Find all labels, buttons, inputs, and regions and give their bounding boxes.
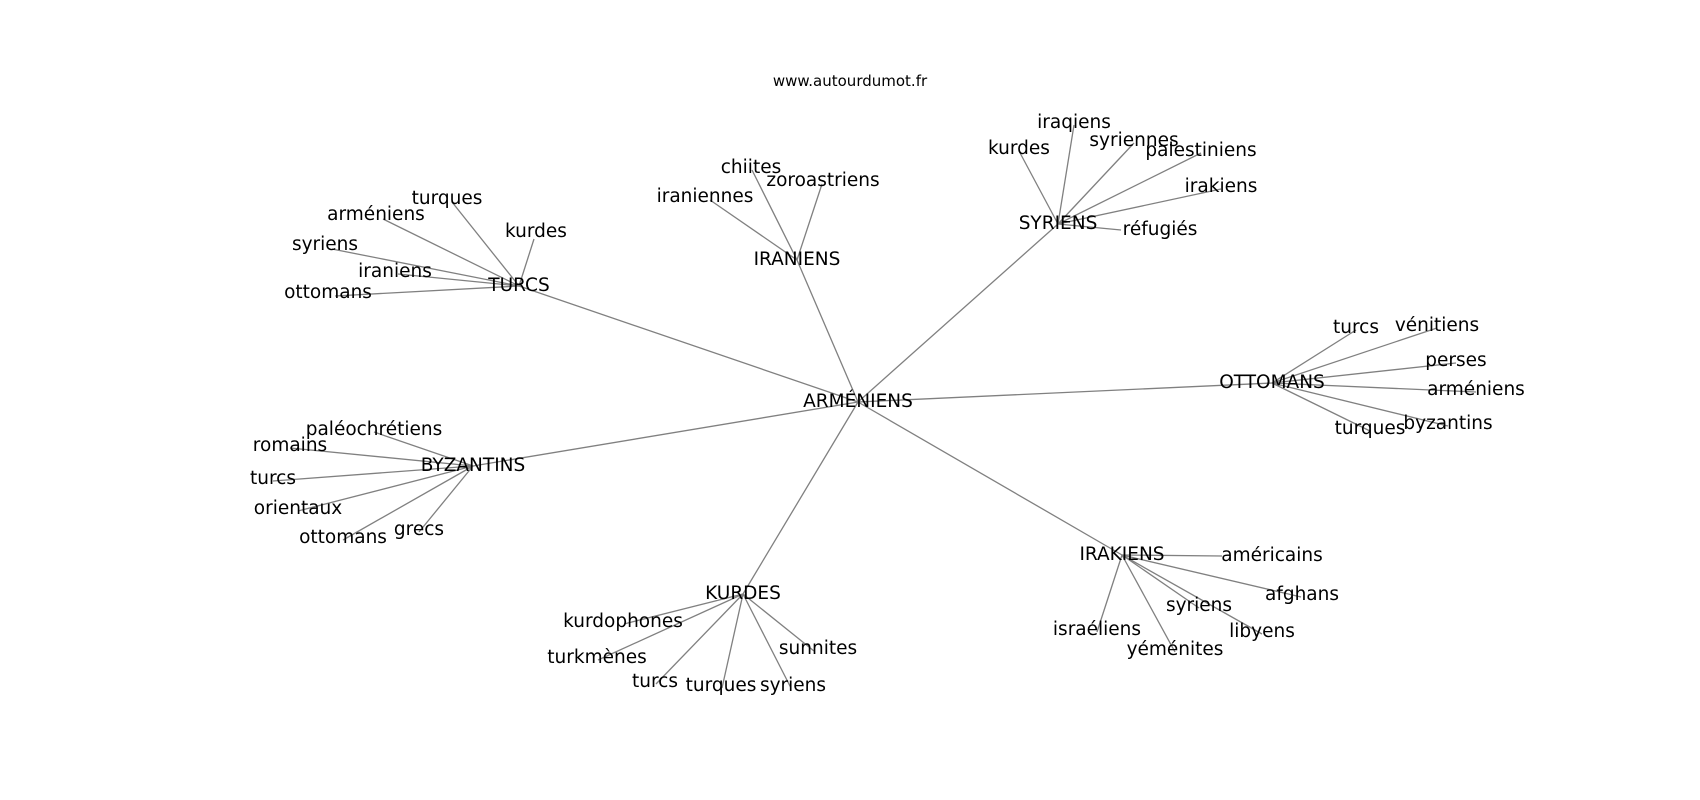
edge-syriens-syriennes xyxy=(1057,142,1135,225)
edges-layer xyxy=(272,124,1477,689)
leaf-node-iraniens-iraniennes[interactable]: iraniennes xyxy=(657,186,754,207)
edge-byzantins-ottomans xyxy=(342,465,474,541)
edge-root-turcs xyxy=(518,285,859,403)
edge-turcs-kurdes xyxy=(518,238,535,287)
edge-root-syriens xyxy=(857,223,1059,403)
leaf-node-byzantins-turcs[interactable]: turcs xyxy=(250,468,296,489)
leaf-node-byzantins-paleochretiens[interactable]: paléochrétiens xyxy=(306,419,443,440)
leaf-node-kurdes-kurdophones[interactable]: kurdophones xyxy=(563,611,683,632)
leaf-node-irakiens-israeliens[interactable]: israéliens xyxy=(1053,619,1141,640)
edge-irakiens-yemenites xyxy=(1121,554,1176,653)
hub-node-turcs[interactable]: TURCS xyxy=(487,275,549,296)
edge-kurdes-sunnites xyxy=(742,593,815,652)
hub-node-iraniens[interactable]: IRANIENS xyxy=(754,249,841,270)
edge-kurdes-turkmenes xyxy=(597,593,744,661)
root-node-label[interactable]: ARMÉNIENS xyxy=(803,390,913,412)
edge-syriens-palestiniens xyxy=(1057,152,1202,225)
edge-turcs-ottomans xyxy=(334,285,520,297)
edge-turcs-syriens xyxy=(331,248,520,287)
hub-node-kurdes[interactable]: KURDES xyxy=(705,583,781,604)
edge-ottomans-byzantins xyxy=(1271,382,1449,427)
leaf-node-byzantins-grecs[interactable]: grecs xyxy=(394,519,444,540)
edge-irakiens-libyens xyxy=(1121,554,1263,635)
leaf-node-kurdes-turques[interactable]: turques xyxy=(686,675,757,696)
edge-irakiens-syriens xyxy=(1121,554,1200,609)
edge-kurdes-kurdophones xyxy=(623,593,744,625)
edge-turcs-iraniens xyxy=(397,273,520,287)
hub-node-syriens[interactable]: SYRIENS xyxy=(1019,213,1098,234)
leaf-node-kurdes-turkmenes[interactable]: turkmènes xyxy=(547,647,646,668)
edge-root-byzantins xyxy=(472,401,859,467)
edge-kurdes-turques xyxy=(721,593,744,689)
edge-iraniens-zoroastriens xyxy=(796,183,823,261)
leaf-node-irakiens-afghans[interactable]: afghans xyxy=(1265,584,1339,605)
edge-byzantins-orientaux xyxy=(297,465,474,512)
edge-irakiens-americains xyxy=(1121,554,1223,557)
leaf-node-irakiens-americains[interactable]: américains xyxy=(1221,545,1323,566)
leaf-node-byzantins-romains[interactable]: romains xyxy=(253,435,327,456)
leaf-node-syriens-palestiniens[interactable]: palestiniens xyxy=(1145,140,1256,161)
edge-turcs-turques xyxy=(451,201,520,287)
edge-root-kurdes xyxy=(742,401,859,595)
edge-kurdes-turcs xyxy=(655,593,744,685)
leaf-node-syriens-refugies[interactable]: réfugiés xyxy=(1123,219,1198,240)
leaf-node-syriens-syriennes[interactable]: syriennes xyxy=(1089,130,1178,151)
edge-irakiens-israeliens xyxy=(1096,554,1123,633)
leaf-node-ottomans-venitiens[interactable]: vénitiens xyxy=(1395,315,1479,336)
leaf-node-ottomans-turcs[interactable]: turcs xyxy=(1333,317,1379,338)
leaf-node-syriens-iraqiens[interactable]: iraqiens xyxy=(1037,112,1111,133)
edge-syriens-refugies xyxy=(1057,223,1122,231)
edge-ottomans-armeniens xyxy=(1271,382,1477,393)
edge-turcs-armeniens xyxy=(382,218,520,287)
leaf-node-kurdes-turcs[interactable]: turcs xyxy=(632,671,678,692)
hub-node-byzantins[interactable]: BYZANTINS xyxy=(421,455,526,476)
hub-node-irakiens[interactable]: IRAKIENS xyxy=(1079,544,1164,565)
leaf-node-turcs-kurdes[interactable]: kurdes xyxy=(505,221,567,242)
edge-root-irakiens xyxy=(857,401,1123,556)
edge-ottomans-turques xyxy=(1271,382,1371,432)
leaf-node-ottomans-turques[interactable]: turques xyxy=(1335,418,1406,439)
edge-root-iraniens xyxy=(796,259,859,403)
leaf-node-irakiens-syriens[interactable]: syriens xyxy=(1166,595,1232,616)
edge-kurdes-syriens xyxy=(742,593,792,689)
labels-layer: ARMÉNIENSTURCSturquesarménienskurdessyri… xyxy=(250,112,1525,696)
leaf-node-turcs-ottomans[interactable]: ottomans xyxy=(284,282,372,303)
edge-ottomans-perses xyxy=(1271,362,1457,384)
edge-iraniens-iraniennes xyxy=(709,199,798,261)
leaf-node-turcs-turques[interactable]: turques xyxy=(412,188,483,209)
edge-irakiens-afghans xyxy=(1121,554,1302,598)
leaf-node-turcs-iraniens[interactable]: iraniens xyxy=(358,261,432,282)
leaf-node-syriens-kurdes[interactable]: kurdes xyxy=(988,138,1050,159)
hub-node-ottomans[interactable]: OTTOMANS xyxy=(1219,372,1325,393)
edge-byzantins-romains xyxy=(289,447,474,467)
leaf-node-irakiens-libyens[interactable]: libyens xyxy=(1229,621,1295,642)
leaf-node-byzantins-orientaux[interactable]: orientaux xyxy=(254,498,342,519)
edge-ottomans-turcs xyxy=(1271,329,1357,384)
leaf-node-kurdes-syriens[interactable]: syriens xyxy=(760,675,826,696)
leaf-node-ottomans-perses[interactable]: perses xyxy=(1425,350,1486,371)
leaf-node-ottomans-byzantins[interactable]: byzantins xyxy=(1403,413,1492,434)
edge-root-ottomans xyxy=(857,382,1273,403)
leaf-node-ottomans-armeniens[interactable]: arméniens xyxy=(1427,379,1525,400)
edge-syriens-kurdes xyxy=(1018,150,1059,225)
leaf-node-turcs-armeniens[interactable]: arméniens xyxy=(327,204,425,225)
site-title: www.autourdumot.fr xyxy=(772,72,928,90)
leaf-node-turcs-syriens[interactable]: syriens xyxy=(292,234,358,255)
edge-byzantins-paleochretiens xyxy=(373,431,474,467)
leaf-node-syriens-irakiens[interactable]: irakiens xyxy=(1185,176,1258,197)
edge-byzantins-turcs xyxy=(272,465,474,482)
edge-syriens-iraqiens xyxy=(1057,124,1075,225)
edge-ottomans-venitiens xyxy=(1271,327,1438,384)
leaf-node-iraniens-chiites[interactable]: chiites xyxy=(721,157,781,178)
edge-syriens-irakiens xyxy=(1057,188,1222,225)
leaf-node-kurdes-sunnites[interactable]: sunnites xyxy=(779,638,857,659)
leaf-node-irakiens-yemenites[interactable]: yéménites xyxy=(1127,639,1224,660)
edge-iraniens-chiites xyxy=(751,169,798,261)
edge-byzantins-grecs xyxy=(418,465,474,533)
leaf-node-iraniens-zoroastriens[interactable]: zoroastriens xyxy=(766,170,879,191)
leaf-node-byzantins-ottomans[interactable]: ottomans xyxy=(299,527,387,548)
